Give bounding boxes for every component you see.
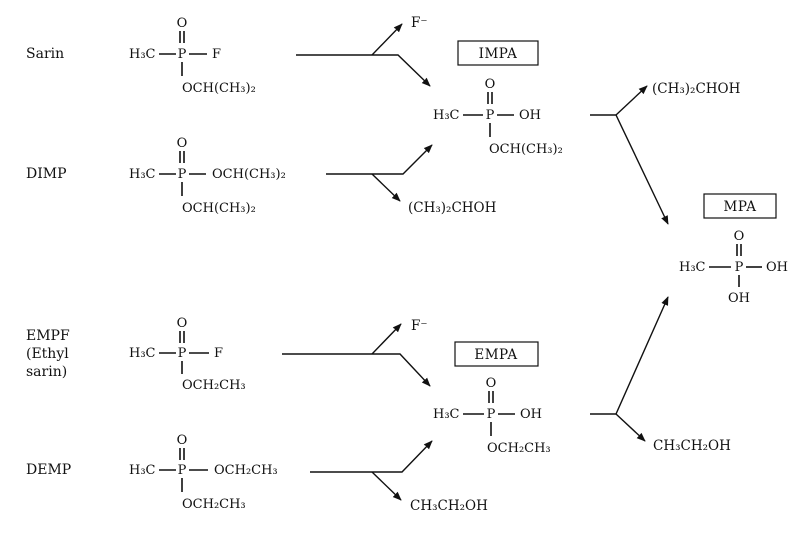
- label-box: [454, 341, 539, 367]
- compound-name-line: (Ethyl: [26, 346, 69, 362]
- compound-name-line: sarin): [26, 364, 67, 380]
- byproduct-ethanol: CH₃CH₂OH: [410, 498, 488, 514]
- compound-demp: DEMP H₃C P O OCH₂CH₃ OCH₂CH₃: [26, 433, 278, 512]
- methyl-group: H₃C: [679, 260, 706, 275]
- compound-dimp: DIMP H₃C P O OCH(CH₃)₂ OCH(CH₃)₂: [26, 136, 286, 216]
- byproduct-ethanol: CH₃CH₂OH: [653, 438, 731, 454]
- intermediate-impa: IMPA H₃C P O OH OCH(CH₃)₂: [433, 40, 563, 157]
- oxo-oxygen: O: [734, 229, 745, 244]
- down-substituent: OCH(CH₃)₂: [182, 81, 256, 96]
- phosphorus-atom: P: [178, 47, 187, 62]
- byproduct-isopropanol: (CH₃)₂CHOH: [408, 200, 497, 216]
- arrow-empf-to-fluoride: [371, 323, 402, 355]
- phosphorus-atom: P: [735, 260, 744, 275]
- right-substituent: OCH₂CH₃: [214, 463, 278, 478]
- compound-name: DEMP: [26, 462, 71, 478]
- final-product-mpa: MPA H₃C P O OH OH: [679, 193, 788, 306]
- box-label: IMPA: [479, 46, 518, 62]
- byproduct-fluoride: F⁻: [411, 15, 428, 31]
- phosphorus-atom: P: [178, 167, 187, 182]
- arrow-empa-to-mpa: [590, 296, 669, 415]
- box-label: MPA: [724, 199, 757, 215]
- arrow-impa-to-isopropanol: [615, 85, 648, 116]
- arrow-sarin-to-fluoride: [371, 23, 403, 56]
- label-box: [703, 193, 777, 219]
- compound-sarin: Sarin H₃C P O F OCH(CH₃)₂: [26, 16, 256, 96]
- phosphorus-atom: P: [487, 407, 496, 422]
- oxo-oxygen: O: [177, 316, 188, 331]
- arrow-empf-to-empa: [282, 353, 431, 387]
- arrow-dimp-to-isopropanol: [371, 173, 401, 202]
- right-substituent: OCH(CH₃)₂: [212, 167, 286, 182]
- phosphorus-atom: P: [178, 463, 187, 478]
- arrow-empa-to-ethanol: [615, 413, 646, 442]
- label-box: [457, 40, 539, 66]
- arrow-dimp-to-impa: [326, 144, 433, 175]
- compound-name: Sarin: [26, 46, 64, 62]
- phosphorus-atom: P: [486, 108, 495, 123]
- compound-name-line: EMPF: [26, 328, 70, 344]
- down-substituent: OCH(CH₃)₂: [182, 201, 256, 216]
- byproduct-isopropanol: (CH₃)₂CHOH: [652, 81, 741, 97]
- oxo-oxygen: O: [177, 136, 188, 151]
- byproduct-fluoride: F⁻: [411, 318, 428, 334]
- methyl-group: H₃C: [129, 47, 156, 62]
- arrow-demp-to-empa: [310, 440, 433, 473]
- methyl-group: H₃C: [129, 463, 156, 478]
- right-substituent: OH: [519, 108, 541, 123]
- oxo-oxygen: O: [177, 16, 188, 31]
- methyl-group: H₃C: [129, 346, 156, 361]
- right-substituent: F: [212, 47, 221, 62]
- down-substituent: OH: [728, 291, 750, 306]
- right-substituent: OH: [520, 407, 542, 422]
- down-substituent: OCH₂CH₃: [487, 441, 551, 456]
- down-substituent: OCH₂CH₃: [182, 378, 246, 393]
- methyl-group: H₃C: [433, 407, 460, 422]
- arrow-demp-to-ethanol: [371, 471, 402, 501]
- compound-empf: EMPF (Ethyl sarin) H₃C P O F OCH₂CH₃: [26, 316, 246, 393]
- down-substituent: OCH(CH₃)₂: [489, 142, 563, 157]
- methyl-group: H₃C: [129, 167, 156, 182]
- intermediate-empa: EMPA H₃C P O OH OCH₂CH₃: [433, 341, 551, 456]
- arrow-impa-to-mpa: [590, 114, 669, 225]
- arrow-sarin-to-impa: [296, 54, 431, 87]
- right-substituent: OH: [766, 260, 788, 275]
- methyl-group: H₃C: [433, 108, 460, 123]
- box-label: EMPA: [474, 347, 517, 363]
- oxo-oxygen: O: [486, 376, 497, 391]
- phosphorus-atom: P: [178, 346, 187, 361]
- down-substituent: OCH₂CH₃: [182, 497, 246, 512]
- right-substituent: F: [214, 346, 223, 361]
- oxo-oxygen: O: [485, 77, 496, 92]
- oxo-oxygen: O: [177, 433, 188, 448]
- compound-name: DIMP: [26, 166, 67, 182]
